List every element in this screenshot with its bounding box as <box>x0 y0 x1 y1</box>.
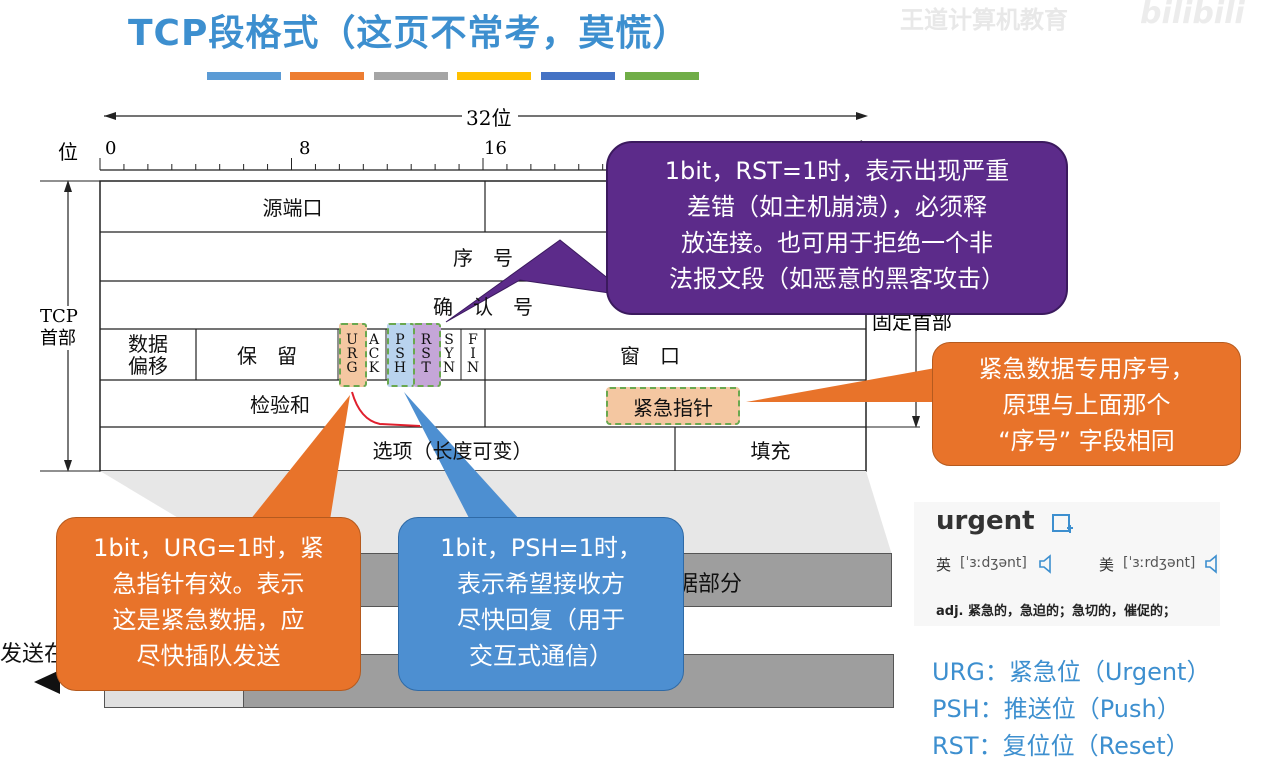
uk-speaker-icon[interactable] <box>1038 554 1056 574</box>
urg-highlight <box>339 323 367 387</box>
dictionary-card <box>914 502 1220 626</box>
ruler-bit-label: 位 <box>58 140 78 164</box>
legend-urg: URG：紧急位（Urgent） <box>932 658 1211 686</box>
tick-label-16: 16 <box>484 138 507 159</box>
color-bar-6 <box>625 72 699 80</box>
flag-syn: S Y N <box>442 332 456 376</box>
color-bar-5 <box>541 72 615 80</box>
urgent-pointer-callout: 紧急数据专用序号， 原理与上面那个 “序号” 字段相同 <box>932 342 1241 466</box>
uk-label: 英 <box>936 556 952 574</box>
field-sequence-number: 序 号 <box>453 246 513 270</box>
field-reserved: 保 留 <box>237 344 297 368</box>
legend-psh: PSH：推送位（Push） <box>932 695 1181 723</box>
page-title: TCP段格式（这页不常考，莫慌） <box>128 13 690 54</box>
flag-psh: P S H <box>393 332 407 376</box>
flag-urg: U R G <box>346 332 358 376</box>
psh-highlight <box>387 323 415 387</box>
ruler-width-label: 32位 <box>462 102 516 131</box>
flag-ack: A C K <box>368 332 380 376</box>
psh-callout: 1bit，PSH=1时， 表示希望接收方 尽快回复（用于 交互式通信） <box>398 517 684 691</box>
field-padding: 填充 <box>750 438 791 463</box>
field-ack-number: 确 认 号 <box>433 294 533 319</box>
send-label: 发送在 <box>0 642 67 667</box>
segment-data-label: 据部分 <box>676 572 743 597</box>
field-checksum: 检验和 <box>250 393 310 417</box>
field-data-offset: 数据 偏移 <box>128 331 168 378</box>
dictionary-word: urgent <box>936 506 1035 536</box>
tcp-header-label: TCP 首部 <box>40 306 78 350</box>
watermark: 王道计算机教育 <box>900 6 1068 34</box>
legend-rst: RST：复位位（Reset） <box>932 732 1190 760</box>
uk-phonetic: [ˈɜːdʒənt] <box>960 555 1027 571</box>
color-bar-1 <box>207 72 281 80</box>
us-label: 美 <box>1099 556 1115 574</box>
bilibili-logo: bilibili <box>1140 0 1245 31</box>
color-bar-3 <box>374 72 448 80</box>
field-window: 窗 口 <box>620 344 680 368</box>
rst-highlight <box>413 323 441 387</box>
flag-rst: R S T <box>420 332 432 376</box>
urg-callout: 1bit，URG=1时，紧 急指针有效。表示 这是紧急数据，应 尽快插队发送 <box>56 517 361 691</box>
field-source-port: 源端口 <box>262 196 323 220</box>
us-speaker-icon[interactable] <box>1204 554 1222 574</box>
rst-callout: 1bit，RST=1时，表示出现严重 差错（如主机崩溃），必须释 放连接。也可用… <box>606 141 1068 315</box>
field-urgent-pointer: 紧急指针 <box>606 387 740 425</box>
add-to-wordbook-icon[interactable] <box>1052 514 1074 534</box>
color-bar-4 <box>457 72 531 80</box>
dictionary-definition: adj. 紧急的，急迫的；急切的，催促的； <box>936 604 1176 619</box>
field-options: 选项（长度可变） <box>372 438 533 463</box>
tick-label-0: 0 <box>105 138 117 159</box>
send-arrow-icon <box>34 670 60 694</box>
tick-label-8: 8 <box>299 138 311 159</box>
flag-fin: F I N <box>466 332 480 376</box>
color-bar-2 <box>290 72 364 80</box>
us-phonetic: [ˈɜːrdʒənt] <box>1123 555 1196 571</box>
